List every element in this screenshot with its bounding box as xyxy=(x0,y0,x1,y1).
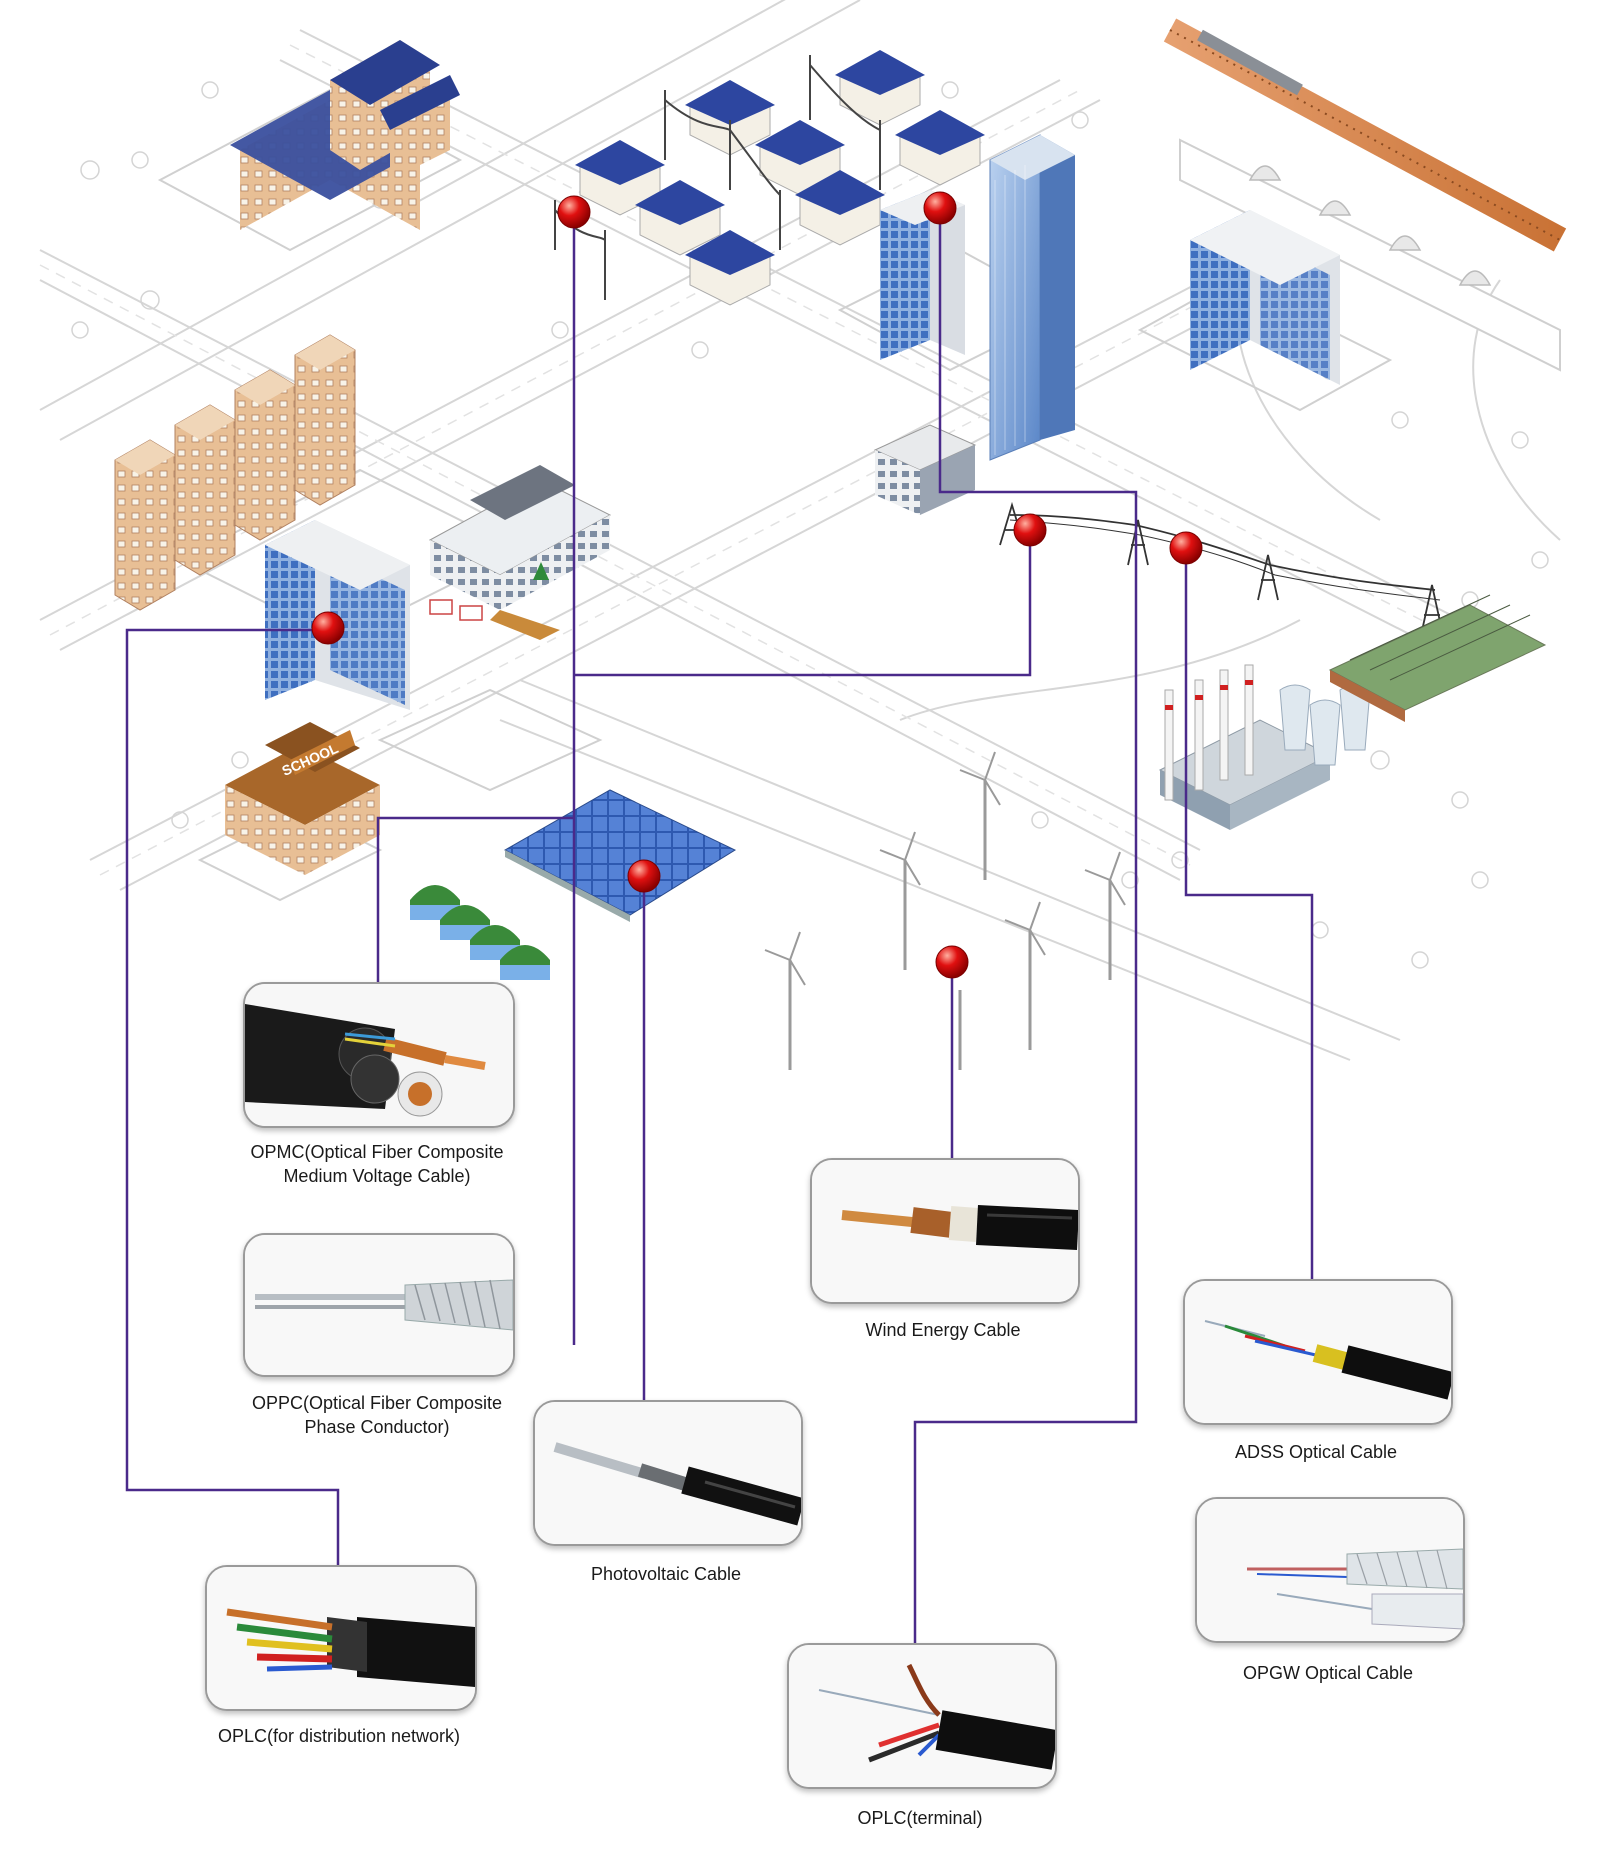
adss-cable-image xyxy=(1185,1281,1451,1423)
office-building-right xyxy=(1190,210,1340,385)
caption-oppc: OPPC(Optical Fiber Composite Phase Condu… xyxy=(243,1391,511,1439)
substation xyxy=(1328,594,1547,722)
railway xyxy=(1163,18,1567,372)
utility-poles xyxy=(554,55,881,300)
wind-energy-cable-image xyxy=(812,1160,1078,1302)
caption-photovoltaic-text: Photovoltaic Cable xyxy=(590,1564,742,1584)
card-oplc-distribution[interactable] xyxy=(205,1565,477,1711)
caption-opgw-text: OPGW Optical Cable xyxy=(1242,1663,1414,1683)
data-center xyxy=(873,424,977,515)
transmission-lines xyxy=(999,501,1445,641)
marker-houses xyxy=(557,195,591,229)
caption-oplc-terminal-text: OPLC(terminal) xyxy=(857,1808,983,1828)
solar-farm xyxy=(503,789,737,922)
power-plant xyxy=(1158,664,1371,830)
apartment-complex-blue xyxy=(230,40,460,230)
caption-adss-text: ADSS Optical Cable xyxy=(1234,1442,1398,1462)
greenhouses xyxy=(410,885,550,980)
caption-oplc-distribution-text: OPLC(for distribution network) xyxy=(217,1726,461,1746)
caption-oppc-line1: OPPC(Optical Fiber Composite xyxy=(251,1393,503,1413)
card-oplc-terminal[interactable] xyxy=(787,1643,1057,1789)
card-photovoltaic[interactable] xyxy=(533,1400,803,1546)
houses xyxy=(575,50,985,306)
connection-markers xyxy=(311,191,1203,979)
marker-wind xyxy=(935,945,969,979)
card-adss[interactable] xyxy=(1183,1279,1453,1425)
marker-transmission-1 xyxy=(1013,513,1047,547)
oplc-distribution-cable-image xyxy=(207,1567,475,1709)
caption-oplc-distribution: OPLC(for distribution network) xyxy=(190,1724,488,1748)
card-opgw[interactable] xyxy=(1195,1497,1465,1643)
card-oppc[interactable] xyxy=(243,1233,515,1377)
opgw-cable-image xyxy=(1197,1499,1463,1641)
caption-wind-energy-text: Wind Energy Cable xyxy=(865,1320,1021,1340)
card-opmc[interactable] xyxy=(243,982,515,1128)
office-building-left xyxy=(265,520,410,710)
office-tower-tall xyxy=(989,134,1075,461)
connector-lines xyxy=(125,200,1314,1643)
marker-solar xyxy=(627,859,661,893)
school: SCHOOL xyxy=(225,722,380,875)
caption-wind-energy: Wind Energy Cable xyxy=(810,1318,1076,1342)
oppc-cable-image xyxy=(245,1235,513,1375)
caption-oppc-line2: Phase Conductor) xyxy=(304,1417,450,1437)
caption-adss: ADSS Optical Cable xyxy=(1183,1440,1449,1464)
caption-oplc-terminal: OPLC(terminal) xyxy=(787,1806,1053,1830)
wind-turbines xyxy=(764,751,1126,1070)
caption-opgw: OPGW Optical Cable xyxy=(1195,1661,1461,1685)
caption-opmc-line1: OPMC(Optical Fiber Composite xyxy=(250,1142,504,1162)
caption-opmc: OPMC(Optical Fiber Composite Medium Volt… xyxy=(243,1140,511,1188)
marker-office xyxy=(923,191,957,225)
oplc-terminal-cable-image xyxy=(789,1645,1055,1787)
caption-opmc-line2: Medium Voltage Cable) xyxy=(283,1166,471,1186)
opmc-cable-image xyxy=(245,984,513,1126)
brick-apartments xyxy=(114,334,356,611)
marker-transmission-2 xyxy=(1169,531,1203,565)
hospital xyxy=(428,465,612,640)
card-wind-energy[interactable] xyxy=(810,1158,1080,1304)
caption-photovoltaic: Photovoltaic Cable xyxy=(533,1562,799,1586)
marker-building xyxy=(311,611,345,645)
photovoltaic-cable-image xyxy=(535,1402,801,1544)
